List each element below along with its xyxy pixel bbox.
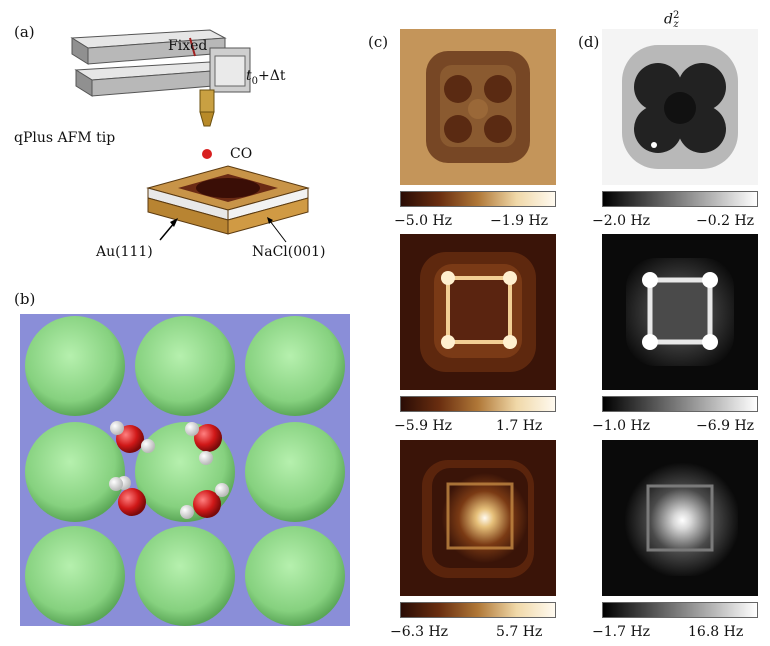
sim-image-d3	[602, 440, 758, 596]
sample-block	[146, 165, 310, 235]
panel-d-label: (d)	[578, 33, 600, 51]
colorbar-d3-min: −1.7 Hz	[592, 624, 651, 640]
water-molecule	[185, 422, 222, 465]
colorbar-c3-min: −6.3 Hz	[390, 624, 449, 640]
colorbar-c3-max: 5.7 Hz	[496, 624, 543, 640]
colorbar-c2-max: 1.7 Hz	[496, 418, 543, 434]
colorbar-d1	[602, 191, 758, 207]
co-label: CO	[230, 146, 253, 162]
colorbar-d2-max: −6.9 Hz	[696, 418, 755, 434]
colorbar-d2-min: −1.0 Hz	[592, 418, 651, 434]
panel-c-label: (c)	[368, 33, 389, 51]
time-label: t0+Δt	[246, 68, 286, 87]
colorbar-d3-max: 16.8 Hz	[688, 624, 744, 640]
colorbar-c2-min: −5.9 Hz	[394, 418, 453, 434]
water-molecule	[180, 483, 229, 519]
afm-image-c2	[400, 234, 556, 390]
colorbar-d1-max: −0.2 Hz	[696, 213, 755, 229]
au-label: Au(111)	[96, 244, 153, 260]
colorbar-d1-min: −2.0 Hz	[592, 213, 651, 229]
colorbar-c1-min: −5.0 Hz	[394, 213, 453, 229]
colorbar-c3	[400, 602, 556, 618]
afm-image-c3	[400, 440, 556, 596]
nacl-label: NaCl(001)	[252, 244, 326, 260]
panel-d-title: d2z	[664, 10, 680, 31]
panel-b-label: (b)	[14, 290, 36, 308]
panel-a-label: (a)	[14, 23, 35, 41]
colorbar-c1-max: −1.9 Hz	[490, 213, 549, 229]
sim-image-d1	[602, 29, 758, 185]
co-molecule-icon	[202, 149, 212, 159]
colorbar-d3	[602, 602, 758, 618]
qplus-tip-label: qPlus AFM tip	[14, 130, 116, 146]
colorbar-d2	[602, 396, 758, 412]
qplus-sensor	[70, 29, 251, 127]
water-molecule	[110, 421, 155, 453]
fixed-label: Fixed	[168, 38, 208, 54]
water-tetramer-model	[20, 314, 350, 626]
colorbar-c1	[400, 191, 556, 207]
sim-image-d2	[602, 234, 758, 390]
afm-image-c1	[400, 29, 556, 185]
afm-setup-illustration	[70, 29, 310, 243]
colorbar-c2	[400, 396, 556, 412]
